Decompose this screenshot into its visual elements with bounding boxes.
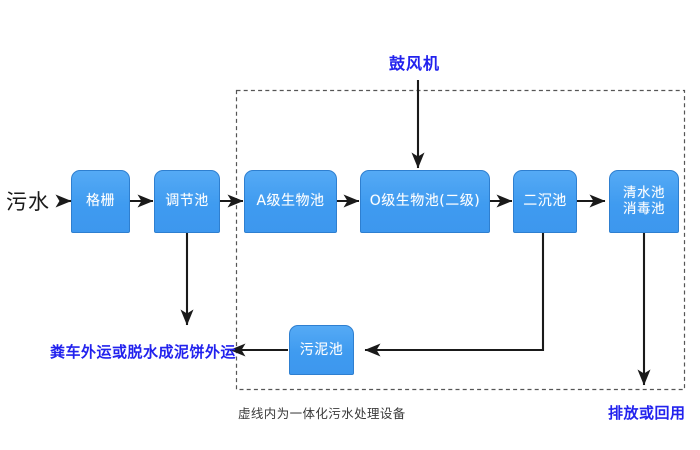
process-box-secondary-clarifier[interactable]: 二沉池 — [513, 170, 577, 233]
process-box-anoxic-bioreactor[interactable]: A级生物池 — [244, 170, 337, 233]
dashed-boundary-caption: 虚线内为一体化污水处理设备 — [238, 406, 406, 421]
process-box-sludge-tank-label: 污泥池 — [299, 341, 344, 358]
process-box-equalizer[interactable]: 调节池 — [154, 170, 220, 233]
integrated-equipment-boundary — [235, 89, 686, 391]
discharge-label: 排放或回用 — [608, 404, 686, 422]
process-box-equalizer-label: 调节池 — [165, 193, 209, 210]
process-box-grille-label: 格栅 — [86, 193, 115, 210]
process-box-clearwater-disinfection[interactable]: 清水池 消毒池 — [609, 170, 679, 233]
process-box-sludge-tank[interactable]: 污泥池 — [289, 325, 354, 375]
process-box-secondary-clarifier-label: 二沉池 — [523, 193, 567, 210]
inlet-label: 污水 — [6, 190, 50, 214]
process-box-grille[interactable]: 格栅 — [71, 170, 130, 233]
process-box-oxic-bioreactor-label: O级生物池(二级) — [369, 193, 481, 210]
process-box-oxic-bioreactor[interactable]: O级生物池(二级) — [360, 170, 490, 233]
blower-label: 鼓风机 — [389, 54, 441, 73]
process-box-anoxic-bioreactor-label: A级生物池 — [256, 193, 325, 210]
arrow-clarifier-to-sludge — [364, 233, 545, 357]
process-box-clearwater-disinfection-label: 清水池 消毒池 — [623, 184, 665, 217]
sludge-haul-label: 粪车外运或脱水成泥饼外运 — [50, 343, 237, 361]
